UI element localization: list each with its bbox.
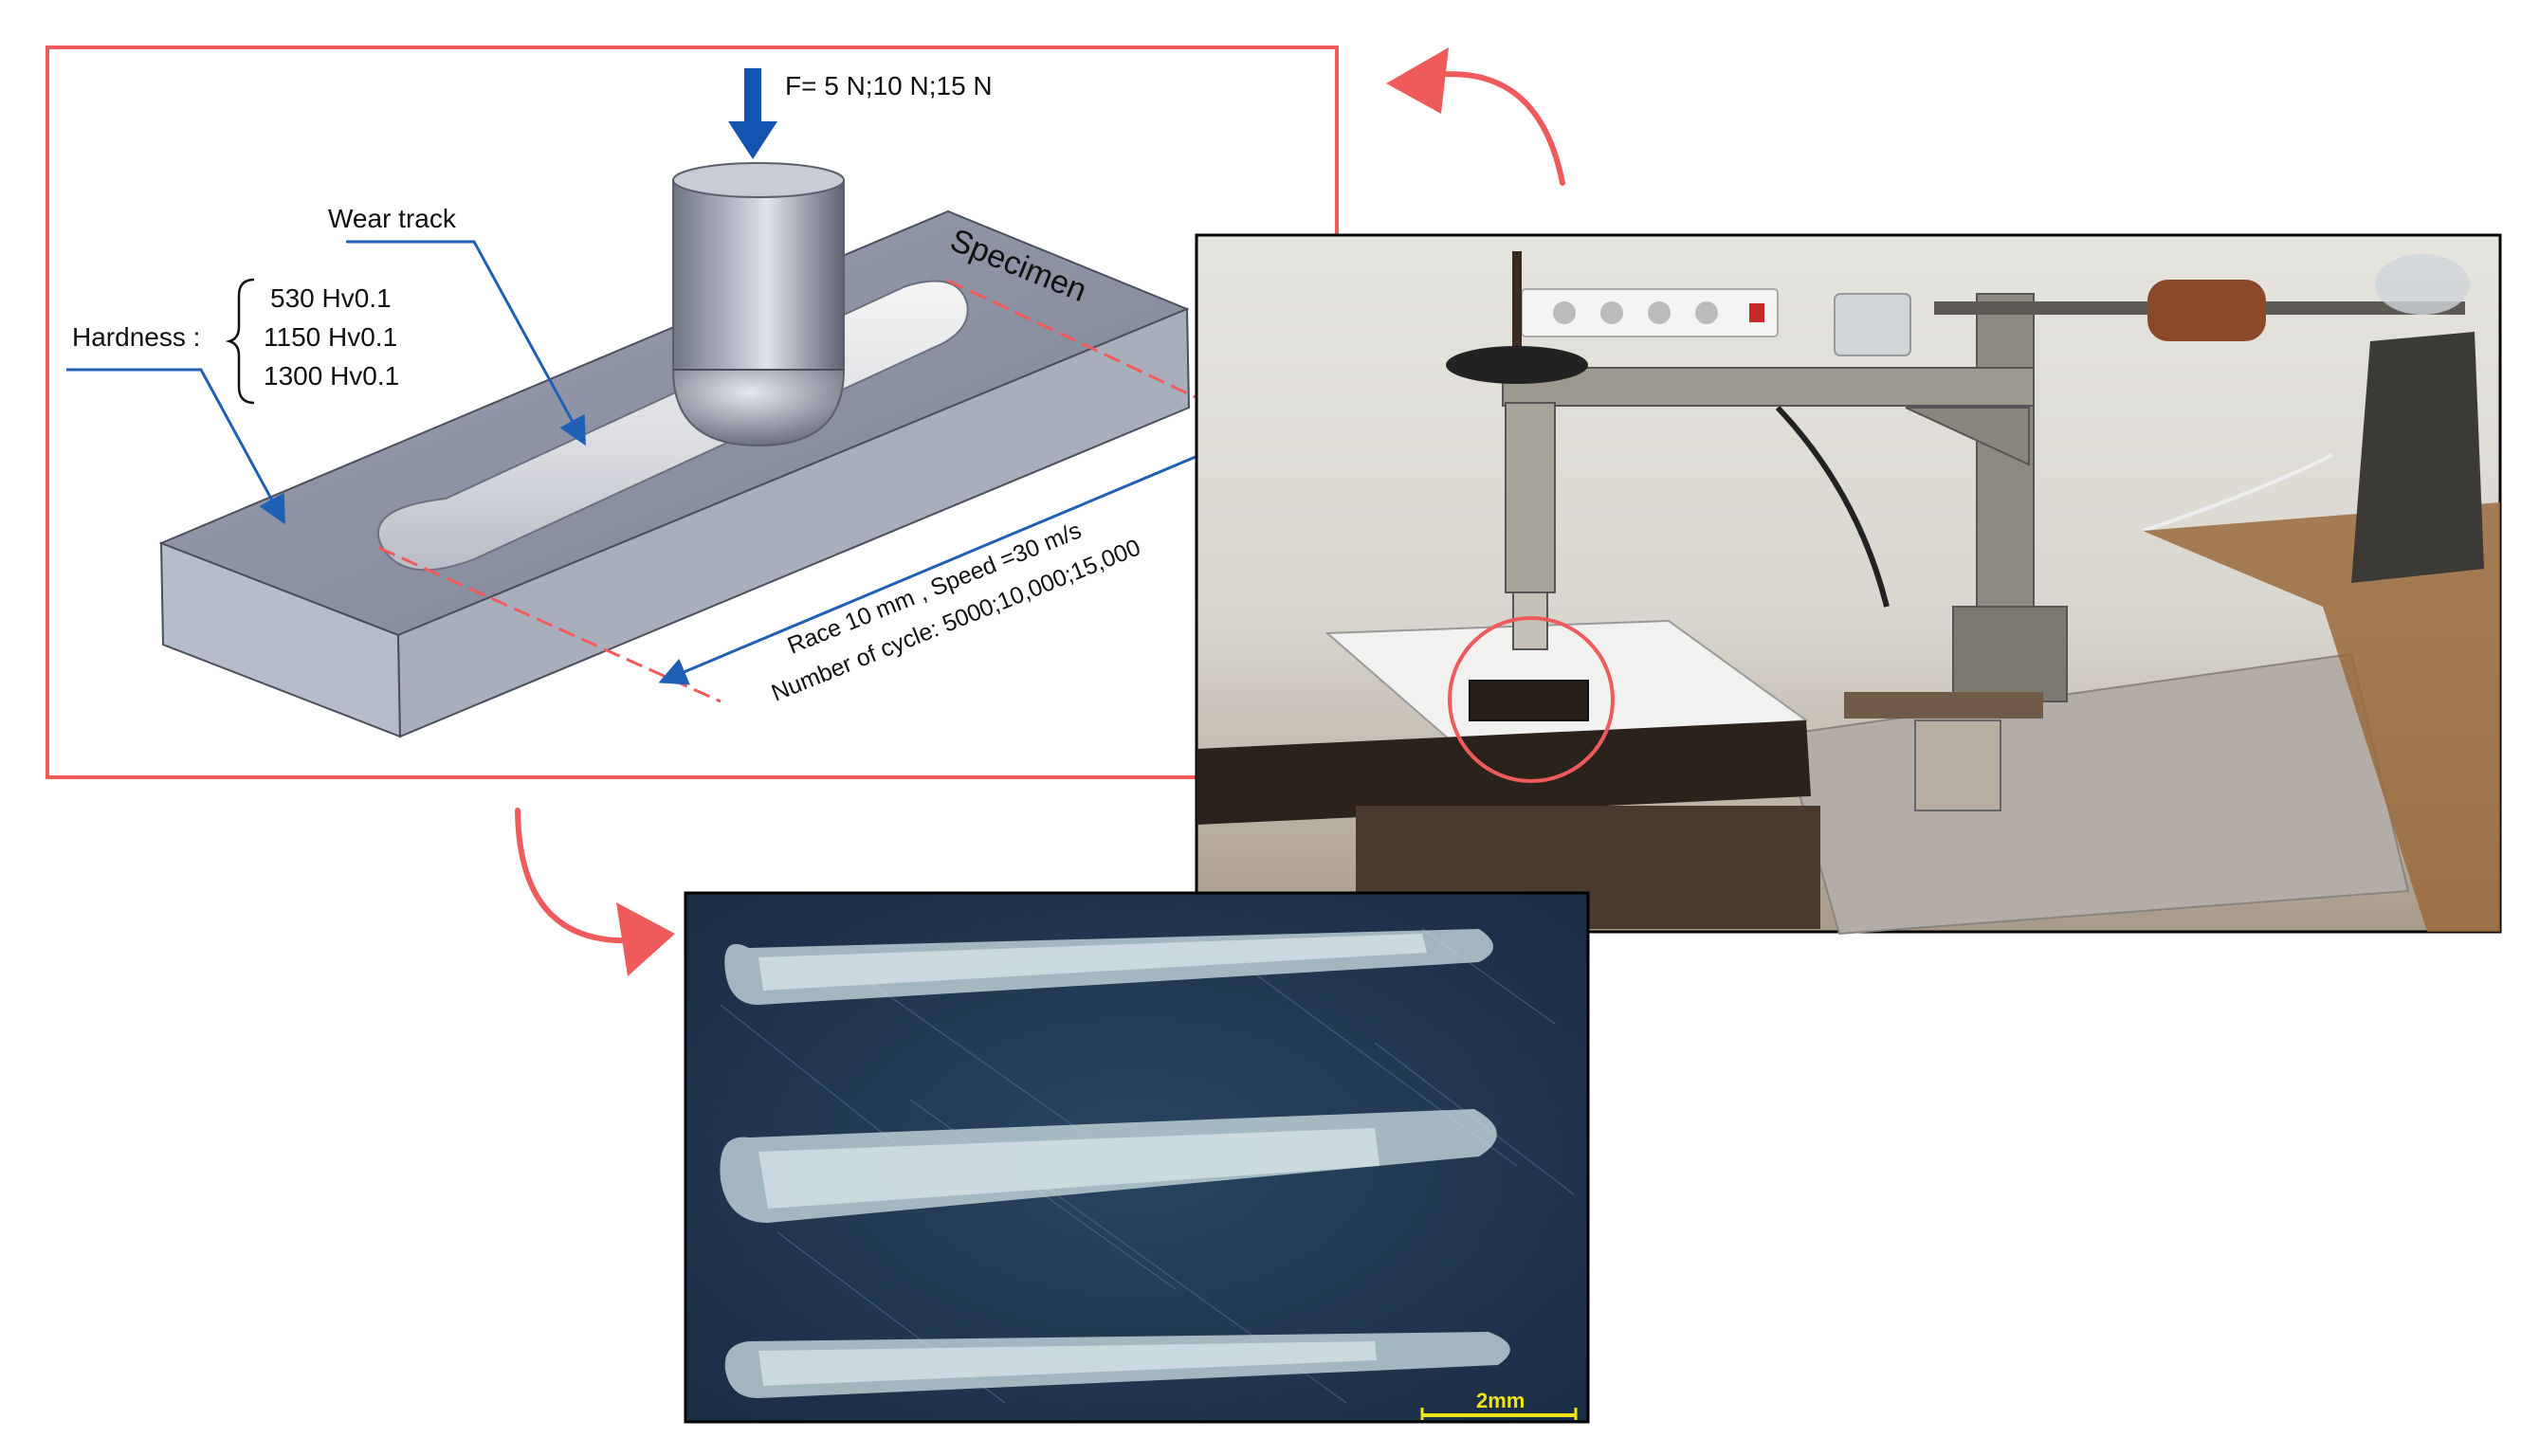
scale-bar-label: 2mm [1476,1389,1525,1412]
hardness-leader [66,368,285,525]
pin [671,162,846,447]
wear-track-micrograph [684,891,1590,1424]
tribometer-photo [1195,233,2502,936]
hardness-label: Hardness : [72,322,200,352]
curved-arrow-icon [1386,47,1565,186]
down-arrow-icon [728,68,777,159]
race-length-arrow [658,429,1255,685]
curved-arrow-icon [515,808,675,976]
hardness-value-1: 530 Hv0.1 [270,283,392,313]
specimen-highlight-circle [1448,616,1615,783]
hardness-value-2: 1150 Hv0.1 [264,322,397,352]
hardness-brace [225,278,255,405]
force-label: F= 5 N;10 N;15 N [785,71,993,100]
wear-track-leader [346,240,586,446]
hardness-value-3: 1300 Hv0.1 [264,361,399,391]
wear-track-label: Wear track [328,204,457,233]
race-end-line [947,279,1295,446]
